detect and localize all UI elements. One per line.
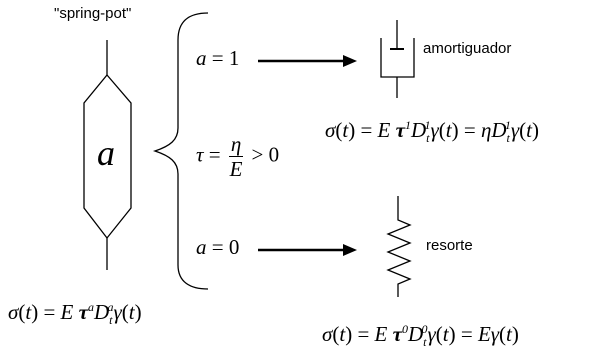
condition-damper: a = 1: [196, 46, 239, 71]
tau-symbol: τ: [196, 142, 204, 167]
general-equation: σ(t) = E τaDtaγ(t): [8, 300, 142, 327]
damper-symbol: [380, 20, 415, 98]
condition-tau: τ = η E > 0: [196, 132, 279, 181]
tau-numerator: η: [228, 132, 244, 157]
curly-brace: [152, 12, 209, 290]
condition-damper-var: a: [196, 46, 207, 70]
tau-equals: =: [208, 142, 221, 167]
arrow-to-spring: [258, 244, 357, 256]
element-symbol: a: [97, 133, 115, 173]
spring-equation: σ(t) = E τ0Dt0γ(t) = Eγ(t): [322, 322, 519, 349]
damper-equation: σ(t) = E τ1Dt1γ(t) = ηDt1γ(t): [325, 118, 539, 145]
condition-spring-var: a: [196, 235, 207, 259]
tau-inequality: > 0: [251, 142, 280, 167]
condition-damper-op: =: [211, 46, 224, 70]
condition-spring-value: 0: [228, 235, 240, 259]
springpot-symbol: [83, 40, 132, 270]
arrow-to-damper: [258, 55, 357, 67]
tau-fraction: η E: [228, 132, 244, 181]
condition-spring-op: =: [211, 235, 224, 259]
spring-label: resorte: [426, 237, 473, 254]
condition-damper-value: 1: [228, 46, 240, 70]
tau-denominator: E: [229, 157, 243, 181]
springpot-title: "spring-pot": [54, 5, 132, 22]
spring-symbol: [386, 196, 412, 297]
condition-spring: a = 0: [196, 235, 239, 260]
damper-label: amortiguador: [423, 40, 512, 57]
